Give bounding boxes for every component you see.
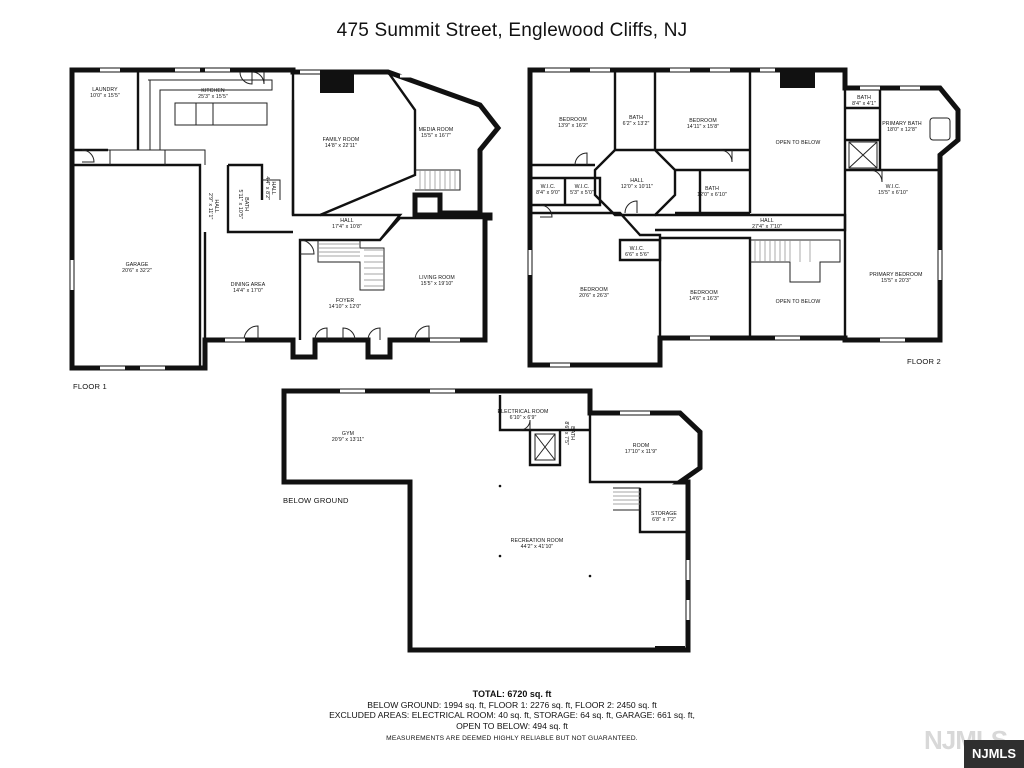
floor-2-label: FLOOR 2 — [907, 357, 941, 366]
below-ground-plan — [281, 388, 703, 653]
floor-areas: BELOW GROUND: 1994 sq. ft, FLOOR 1: 2276… — [367, 699, 657, 710]
open-to-below-area: OPEN TO BELOW: 494 sq. ft — [456, 720, 568, 731]
area-summary: TOTAL: 6720 sq. ft BELOW GROUND: 1994 sq… — [0, 689, 1024, 731]
floor-2-plan — [527, 67, 961, 368]
total-area: TOTAL: 6720 sq. ft — [472, 689, 552, 699]
excluded-areas: EXCLUDED AREAS: ELECTRICAL ROOM: 40 sq. … — [329, 710, 695, 720]
below-ground-label: BELOW GROUND — [283, 496, 349, 505]
room-label-wic-2: W.I.C.5'3" x 5'0" — [570, 184, 594, 197]
room-label-wic-3: W.I.C.15'5" x 6'10" — [878, 184, 908, 197]
floor-1-plan — [69, 67, 502, 371]
room-label-wic-1: W.I.C.8'4" x 9'0" — [536, 184, 560, 197]
room-label-open-to-below-2: OPEN TO BELOW — [775, 299, 821, 305]
room-label-open-to-below-1: OPEN TO BELOW — [775, 140, 821, 146]
njmls-badge: NJMLS — [964, 740, 1024, 768]
page-title: 475 Summit Street, Englewood Cliffs, NJ — [336, 20, 688, 41]
room-label-wic-4: W.I.C.6'6" x 5'6" — [625, 246, 649, 259]
disclaimer-note: MEASUREMENTS ARE DEEMED HIGHLY RELIABLE … — [386, 735, 638, 742]
floor-1-label: FLOOR 1 — [73, 382, 107, 391]
